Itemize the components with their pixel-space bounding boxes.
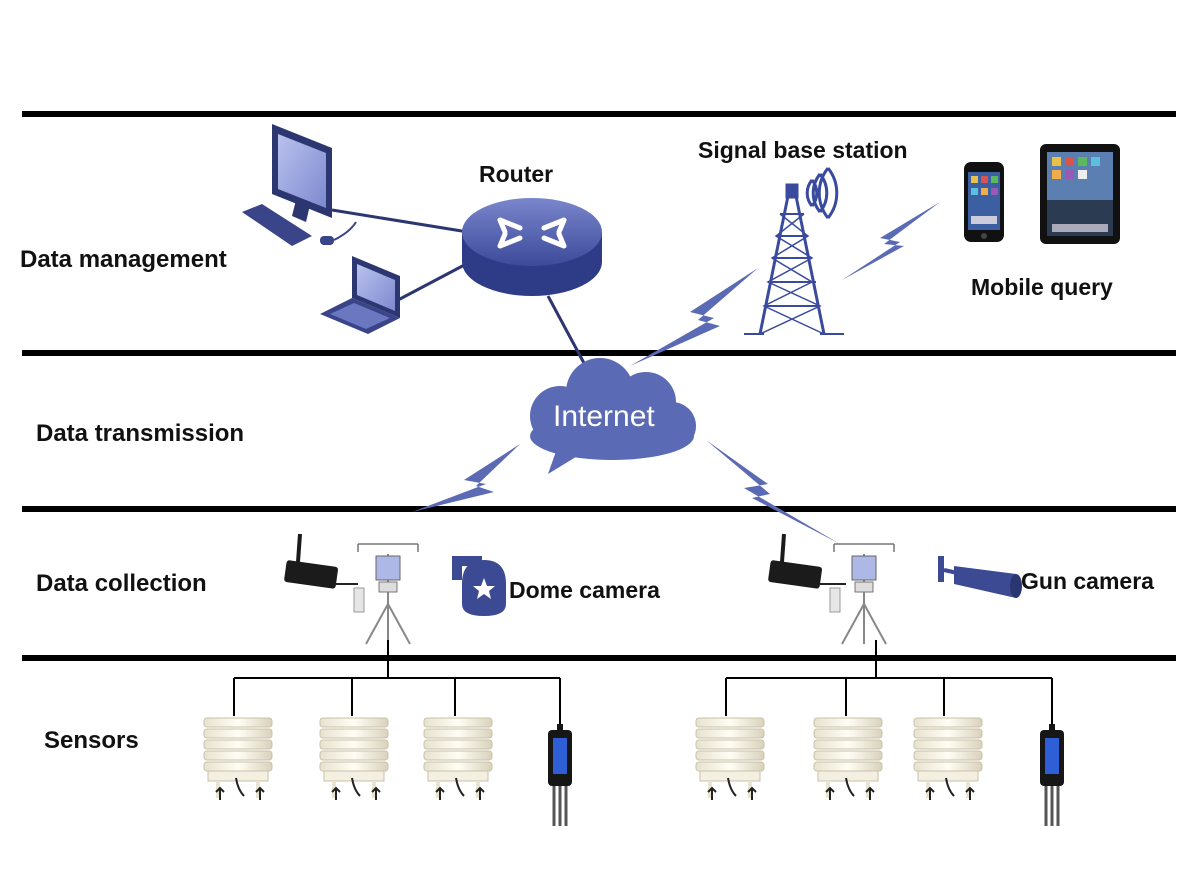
dome-camera-label: Dome camera [509,577,660,603]
wireless-bolt-icon [842,202,940,280]
dome-camera-icon [452,556,506,616]
soil-sensor-icon [1038,722,1066,828]
gun-camera-icon [938,556,1022,598]
signal-tower-icon [744,167,844,335]
data-logger-icon [281,532,341,591]
mobile-query-label: Mobile query [971,274,1113,300]
layer-label-management: Data management [20,246,227,273]
smartphone-icon [964,162,1004,242]
link-laptop-router [397,260,471,302]
layer-label-sensors: Sensors [44,727,139,754]
weather-station-icon [353,543,419,645]
layer-label-transmission: Data transmission [36,420,245,447]
sensor-bus-left [233,640,561,730]
soil-sensor-icon [546,722,574,828]
louver-shield-sensor-icon [694,716,766,802]
gun-camera-label: Gun camera [1021,568,1154,594]
router-icon [462,198,602,296]
louver-shield-sensor-icon [318,716,390,802]
internet-label: Internet [553,400,655,433]
wireless-bolt-icon [706,440,840,544]
router-label: Router [479,161,554,187]
louver-shield-sensor-icon [912,716,984,802]
louver-shield-sensor-icon [202,716,274,802]
sensor-bus-right [725,640,1053,730]
laptop-icon [320,256,400,334]
base-station-label: Signal base station [698,137,908,163]
desktop-computer-icon [242,124,357,246]
louver-shield-sensor-icon [812,716,884,802]
wireless-bolt-icon [412,444,520,512]
weather-station-icon [829,543,895,645]
layer-label-collection: Data collection [36,570,207,597]
data-logger-icon [765,532,825,591]
wireless-bolt-icon [630,268,758,366]
link-desktop-router [331,208,469,234]
louver-shield-sensor-icon [422,716,494,802]
tablet-icon [1040,144,1120,244]
internet-cloud-icon [530,358,696,474]
